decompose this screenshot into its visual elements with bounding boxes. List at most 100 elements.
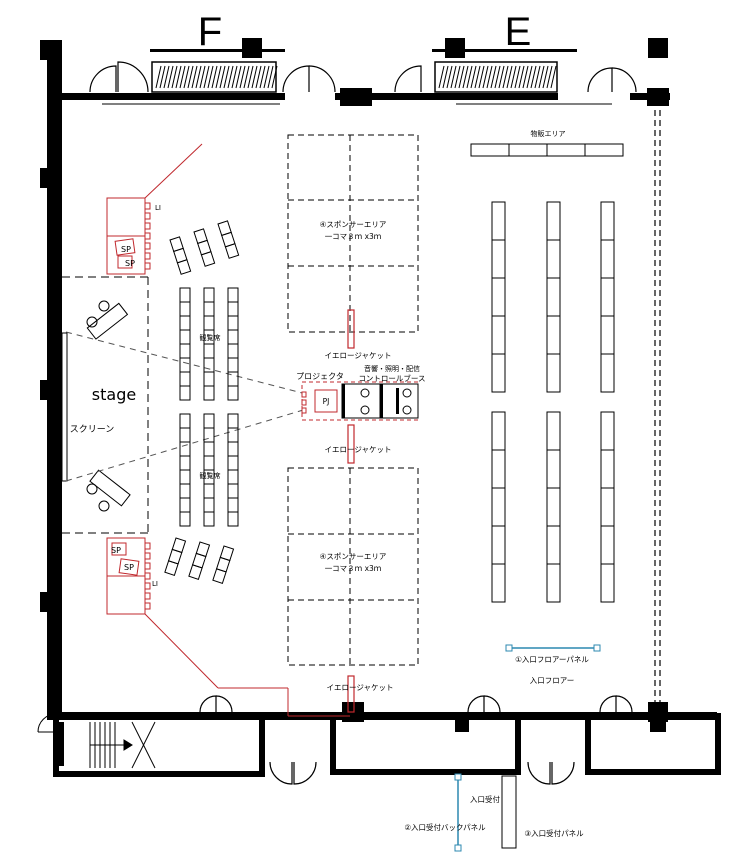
seat [203, 371, 215, 387]
exhibit-table [546, 315, 561, 355]
reception-back-panel-label: ②入口受付バックパネル [404, 822, 486, 832]
exhibit-table [600, 353, 615, 393]
seating-label-top: 観覧席 [200, 333, 221, 342]
light-fixture [144, 562, 151, 570]
seat [227, 511, 239, 527]
seat [179, 357, 191, 373]
seating-label-bottom: 観覧席 [200, 471, 221, 480]
exhibit-table [491, 449, 506, 489]
reception-label: 入口受付 [470, 794, 500, 804]
exhibit-table [600, 449, 615, 489]
seat [200, 251, 216, 267]
seat [179, 343, 191, 359]
exhibit-table [546, 449, 561, 489]
exhibit-table [546, 277, 561, 317]
sponsor-area-bottom-line2: 一コマ３ｍ x3ｍ [325, 564, 382, 573]
stage-area: stage スクリーン [61, 276, 311, 534]
exhibit-table [546, 201, 561, 241]
entrance-floor-panel-label: ①入口フロアーパネル [515, 655, 589, 664]
sponsor-area-top-line2: 一コマ３ｍ x3ｍ [325, 232, 382, 241]
light-fixture [144, 242, 151, 250]
speaker-block-bottom [106, 537, 350, 717]
bottom-right-room [585, 713, 721, 775]
seat [179, 315, 191, 331]
seat [227, 329, 239, 345]
exhibit-table [546, 487, 561, 527]
goods-area-tables [470, 143, 624, 157]
sponsor-area-top-line1: ④スポンサーエリア [320, 220, 387, 229]
seat [179, 329, 191, 345]
bottom-center-room [330, 713, 521, 775]
exhibit-table [546, 525, 561, 565]
exhibit-table [491, 487, 506, 527]
light-fixture [144, 602, 151, 610]
exhibit-table [546, 239, 561, 279]
light-label-bottom: LI [152, 580, 158, 588]
stage-label: stage [92, 385, 136, 404]
seat [203, 427, 215, 443]
bottom-doors [199, 695, 633, 785]
yellow-jacket-bars [347, 309, 355, 713]
yellow-jacket-label-2: イエロージャケット [325, 445, 392, 454]
outer-walls [40, 38, 717, 722]
light-fixture [144, 262, 151, 270]
exhibit-table [491, 277, 506, 317]
seat [203, 357, 215, 373]
right-wall-dashed [654, 100, 661, 712]
reception-panel-label: ③入口受付パネル [524, 828, 584, 838]
hall-letter-e: E [505, 10, 532, 54]
yellow-jacket-label-1: イエロージャケット [325, 351, 392, 360]
seat [179, 301, 191, 317]
seat [203, 301, 215, 317]
light-label-top: LI [155, 204, 161, 212]
seat [227, 413, 239, 429]
seat [203, 441, 215, 457]
exhibit-table [491, 315, 506, 355]
top-vent-left [151, 61, 278, 93]
seat [179, 441, 191, 457]
hall-f-bar [150, 49, 285, 52]
seat [176, 259, 192, 275]
exhibit-table [600, 525, 615, 565]
speaker-block-top [106, 143, 203, 275]
yellow-jacket-label-3: イエロージャケット [327, 683, 394, 692]
seat [203, 483, 215, 499]
light-fixture [144, 542, 151, 550]
entrance-floor-label: 入口フロアー [530, 676, 575, 685]
exhibit-table [600, 277, 615, 317]
light-fixture [144, 552, 151, 560]
speaker-label-bottom-2: SP [124, 563, 134, 572]
control-booth-line2: コントロールブース [358, 373, 425, 383]
exhibit-table [546, 563, 561, 603]
exhibit-table [491, 353, 506, 393]
exhibit-table [491, 201, 506, 241]
seat [227, 315, 239, 331]
seat [179, 427, 191, 443]
exhibit-table [491, 525, 506, 565]
exhibit-table [546, 411, 561, 451]
seat [203, 315, 215, 331]
exhibit-table [600, 239, 615, 279]
hall-e-bar [432, 49, 577, 52]
seat [227, 343, 239, 359]
light-fixture [144, 252, 151, 260]
exhibit-table [600, 315, 615, 355]
seat [227, 301, 239, 317]
control-booth-line1: 音響・照明・配信 [364, 364, 420, 373]
hall-letter-f: F [198, 10, 222, 54]
exhibit-table [491, 239, 506, 279]
goods-area-label: 物販エリア [531, 129, 566, 138]
seat [203, 497, 215, 513]
audience-seating [164, 220, 240, 584]
sponsor-area-bottom-line1: ④スポンサーエリア [320, 552, 387, 561]
light-fixture [144, 572, 151, 580]
speaker-label-bottom: SP [111, 546, 121, 555]
exhibit-tables [491, 201, 615, 603]
projection-screen [61, 332, 68, 482]
light-fixture [144, 582, 151, 590]
seat [227, 469, 239, 485]
top-vent-right [434, 61, 558, 93]
entrance-floor-panel [505, 644, 601, 652]
seat [203, 385, 215, 401]
seat [179, 469, 191, 485]
